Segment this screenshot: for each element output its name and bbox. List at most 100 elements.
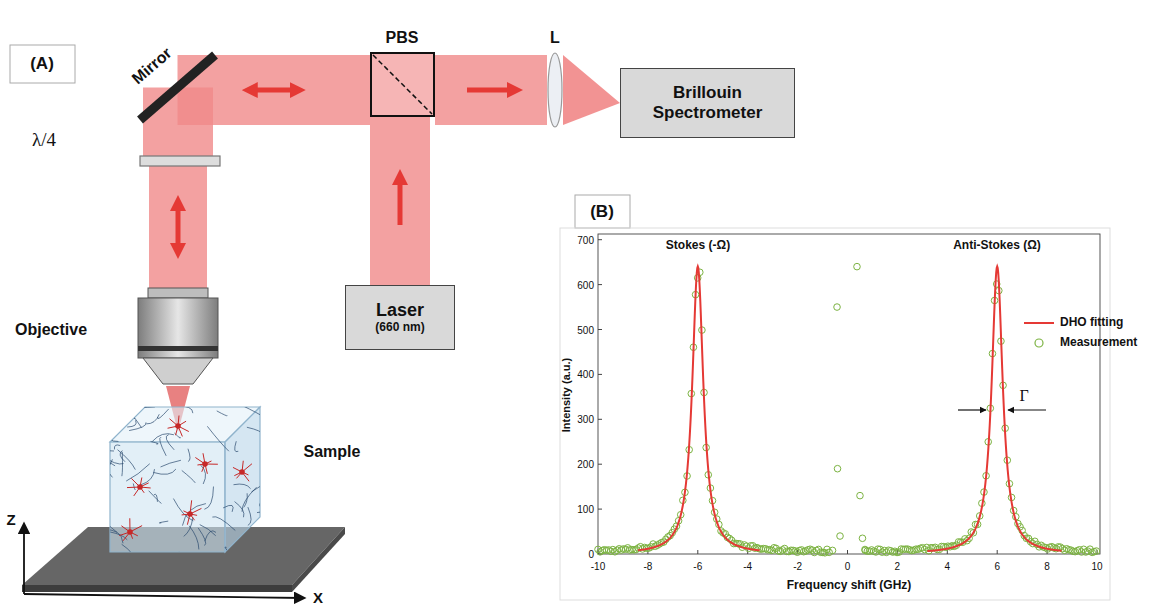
part-label: λ/4 bbox=[32, 129, 56, 151]
panel-tag-box bbox=[10, 45, 75, 83]
beam-band bbox=[143, 88, 213, 157]
tick-label: 200 bbox=[577, 459, 594, 470]
box-text: (660 nm) bbox=[375, 321, 424, 335]
tick-label: 100 bbox=[577, 504, 594, 515]
box-text: Brillouin Spectrometer bbox=[628, 83, 787, 122]
width-arrow bbox=[1008, 409, 1046, 410]
measurement-point bbox=[834, 465, 841, 472]
tick-label: -4 bbox=[743, 561, 752, 572]
objective-body bbox=[138, 298, 218, 358]
part-label: L bbox=[550, 29, 560, 47]
tick-mark bbox=[847, 550, 848, 554]
direction-arrow bbox=[467, 88, 515, 93]
cell bbox=[182, 500, 202, 524]
width-arrow bbox=[958, 409, 986, 410]
box-text: Laser bbox=[376, 300, 424, 321]
tick-mark bbox=[598, 464, 602, 465]
tick-label: 500 bbox=[577, 324, 594, 335]
tick-label: 10 bbox=[1091, 561, 1102, 572]
objective-band bbox=[138, 346, 218, 351]
wave-plate bbox=[140, 156, 220, 166]
lens: L bbox=[547, 52, 563, 128]
chart-frame bbox=[560, 228, 1110, 600]
objective-lens-outline bbox=[133, 288, 223, 386]
tick-label: 4 bbox=[945, 561, 951, 572]
measurement-point bbox=[829, 547, 836, 554]
measurement-point bbox=[854, 263, 861, 270]
stage-edge bbox=[22, 585, 292, 592]
tick-label: 0 bbox=[845, 561, 851, 572]
direction-arrow bbox=[250, 88, 298, 93]
cell bbox=[233, 461, 252, 482]
tick-label: 300 bbox=[577, 414, 594, 425]
legend bbox=[1024, 323, 1054, 347]
tick-label: -2 bbox=[793, 561, 802, 572]
tick-mark bbox=[598, 419, 602, 420]
laser-beam bbox=[563, 55, 620, 125]
measurement-point bbox=[862, 546, 869, 553]
lens bbox=[548, 53, 562, 127]
tick-label: 400 bbox=[577, 369, 594, 380]
direction-arrow bbox=[398, 177, 403, 225]
dho-fit-curve bbox=[927, 266, 1061, 551]
splitter-interface bbox=[373, 55, 432, 114]
measurement-point bbox=[859, 535, 866, 542]
stage-edge bbox=[292, 527, 345, 592]
wave-plate-outline bbox=[140, 156, 220, 166]
fiber-network bbox=[85, 400, 280, 575]
tick-label: -8 bbox=[643, 561, 652, 572]
part-label: PBS bbox=[386, 29, 419, 47]
focused-beam bbox=[563, 55, 620, 125]
z-axis bbox=[23, 524, 25, 594]
legend-text: DHO fitting bbox=[1060, 316, 1123, 329]
measurement-point bbox=[798, 547, 805, 554]
beam-band bbox=[435, 55, 547, 125]
beam-splitter-outline bbox=[370, 52, 435, 117]
panel-tag-box bbox=[575, 195, 630, 228]
tick-label: -10 bbox=[591, 561, 605, 572]
tick-mark bbox=[598, 284, 602, 285]
peak-label: Stokes (-Ω) bbox=[666, 239, 730, 252]
sample-cube-outline bbox=[100, 402, 270, 557]
mirror: Mirror bbox=[135, 50, 220, 125]
tick-mark bbox=[598, 374, 602, 375]
objective-lens: Objective bbox=[133, 288, 223, 386]
cell bbox=[119, 518, 142, 541]
laser-beam bbox=[435, 90, 547, 91]
hydrogel-face bbox=[110, 442, 225, 552]
wave-plate: λ/4 bbox=[140, 156, 220, 166]
laser-beam bbox=[400, 117, 401, 285]
x-axis bbox=[24, 594, 304, 598]
axis-title: Frequency shift (GHz) bbox=[787, 579, 912, 592]
axis-title: Intensity (a.u.) bbox=[560, 358, 572, 433]
measurement-point bbox=[837, 533, 844, 540]
cell bbox=[195, 453, 217, 474]
objective-nose bbox=[143, 358, 213, 384]
beam-splitter: PBS bbox=[370, 52, 435, 117]
part-label: Objective bbox=[15, 321, 87, 339]
beam-splitter-cube bbox=[371, 53, 434, 116]
instrument-box: Brillouin Spectrometer bbox=[620, 68, 795, 138]
lens-outline bbox=[547, 52, 563, 128]
tick-label: 700 bbox=[577, 234, 594, 245]
tick-label: 0 bbox=[588, 549, 594, 560]
objective-thread bbox=[148, 288, 208, 298]
part-label: Sample bbox=[304, 443, 361, 461]
tick-label: 6 bbox=[994, 561, 1000, 572]
tick-label: 8 bbox=[1044, 561, 1050, 572]
beam-band bbox=[149, 166, 207, 288]
hydrogel-face bbox=[225, 407, 260, 552]
tick-mark bbox=[598, 509, 602, 510]
legend-line-sample bbox=[1024, 322, 1054, 324]
cell bbox=[127, 477, 151, 495]
tick-mark bbox=[598, 329, 602, 330]
panel-tag: (A) bbox=[30, 55, 54, 74]
cell bbox=[168, 416, 189, 437]
laser-beam bbox=[178, 166, 179, 288]
panel-tag: (B) bbox=[590, 203, 614, 222]
axis-name: Z bbox=[6, 512, 15, 529]
legend-text: Measurement bbox=[1060, 336, 1137, 349]
dho-fit-curve bbox=[638, 266, 760, 550]
tick-mark bbox=[598, 239, 602, 240]
laser-box: Laser(660 nm) bbox=[345, 285, 455, 350]
